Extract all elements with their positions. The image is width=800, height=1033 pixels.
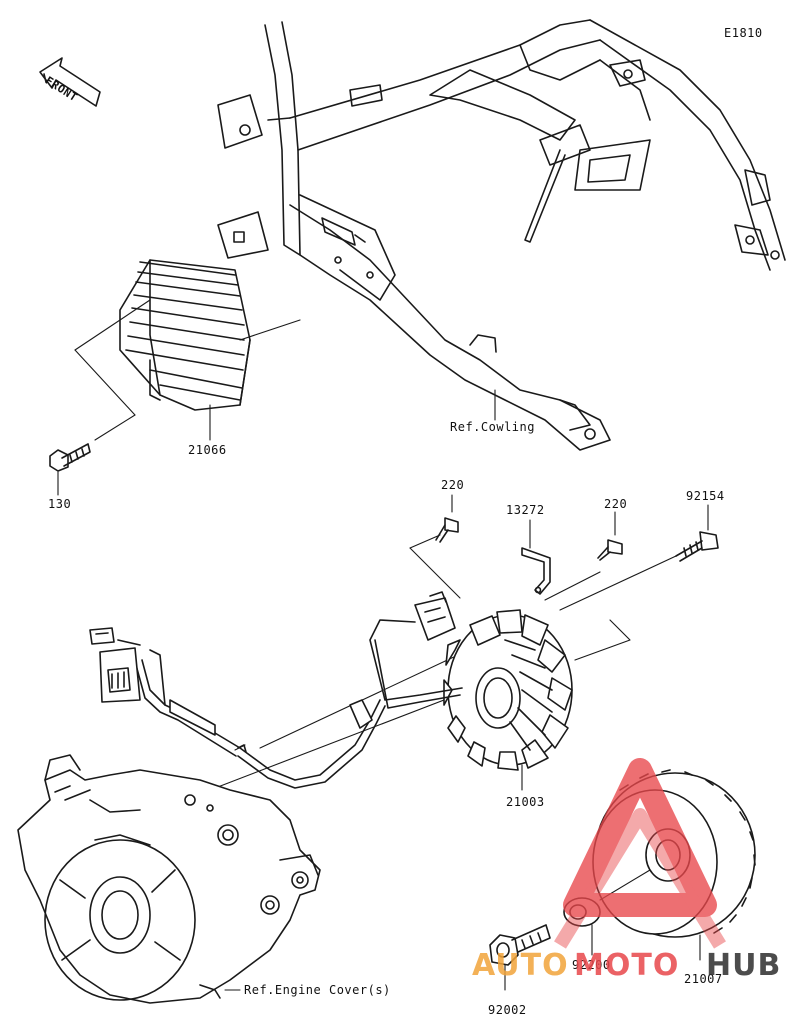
ref-engine-cover-label: Ref.Engine Cover(s) <box>244 983 391 997</box>
part-label-92002: 92002 <box>488 1003 527 1017</box>
part-label-21003: 21003 <box>506 795 545 809</box>
part-label-130: 130 <box>48 497 72 511</box>
regulator-leaders <box>74 299 301 441</box>
watermark-text-moto: MOTO <box>574 948 680 983</box>
harness-drawing <box>89 619 463 789</box>
regulator-drawing <box>119 259 251 411</box>
part-label-92200: 92200 <box>572 958 611 972</box>
engine-cover-drawing <box>17 754 321 1004</box>
watermark-text-auto: AUTO <box>472 948 569 983</box>
ref-cowling-label: Ref.Cowling <box>450 420 535 434</box>
watermark-logo-icon <box>554 758 726 949</box>
bolt-92002-drawing <box>489 924 551 991</box>
part-label-92154: 92154 <box>686 489 725 503</box>
bolt-92154-drawing <box>675 504 719 562</box>
bolt-220-left-drawing <box>435 494 459 543</box>
stator-drawing <box>414 591 573 791</box>
part-label-220-left: 220 <box>441 478 465 492</box>
front-arrow-icon <box>39 57 101 107</box>
part-label-13272: 13272 <box>506 503 545 517</box>
frame-drawing <box>217 19 786 451</box>
part-label-21007: 21007 <box>684 972 723 986</box>
diagram-code: E1810 <box>724 26 763 40</box>
part-label-21066: 21066 <box>188 443 227 457</box>
stator-leaders <box>209 534 677 791</box>
watermark-text-hub: HUB <box>706 948 782 983</box>
bolt-130-drawing <box>49 443 91 496</box>
part-label-220-right: 220 <box>604 497 628 511</box>
clamp-13272-drawing <box>521 519 551 595</box>
bolt-220-right-drawing <box>597 511 623 561</box>
